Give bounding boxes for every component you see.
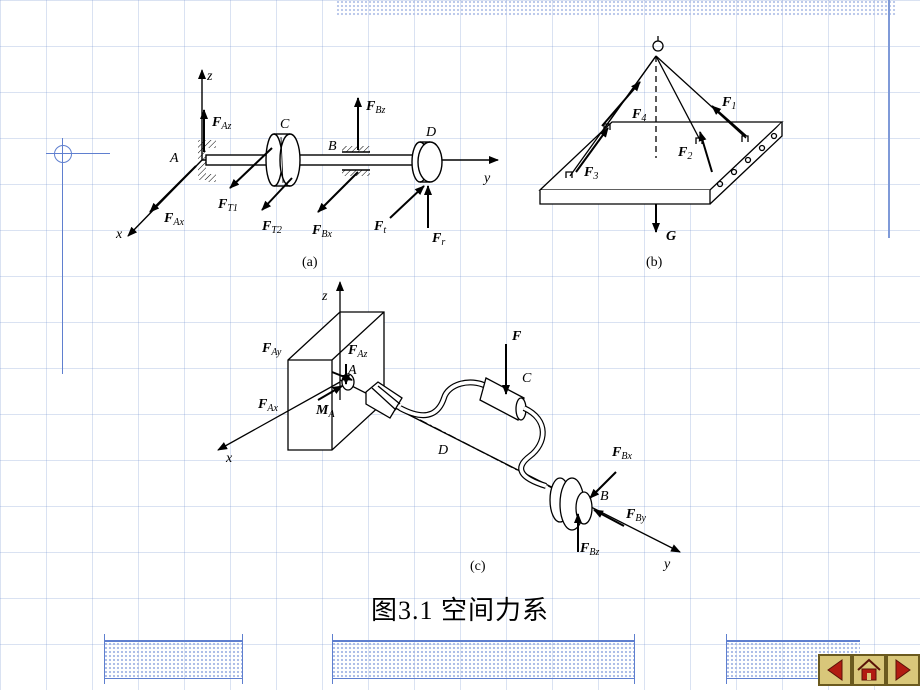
fig-a-point-d: D xyxy=(425,125,436,140)
footer-band-center xyxy=(332,640,634,679)
figure-b-labels: F1 F2 F3 F4 G (b) xyxy=(583,95,736,270)
fig-b-force-f3: F3 xyxy=(583,165,598,182)
home-icon xyxy=(857,658,881,681)
fig-c-force-fax: FAx xyxy=(257,397,278,414)
fig-a-axis-x: x xyxy=(115,227,123,242)
fig-b-caption: (b) xyxy=(646,255,663,270)
fig-c-force-fay: FAy xyxy=(261,341,282,358)
fig-c-moment-ma: MA xyxy=(315,403,335,420)
fig-c-point-b: B xyxy=(600,489,609,504)
fig-c-caption: (c) xyxy=(470,559,486,574)
triangle-right-icon xyxy=(895,659,911,681)
triangle-left-icon xyxy=(827,659,843,681)
fig-a-point-a: A xyxy=(169,151,179,166)
fig-c-axis-y: y xyxy=(662,557,671,572)
fig-c-force-f: F xyxy=(511,329,522,344)
fig-b-force-f2: F2 xyxy=(677,145,692,162)
fig-c-force-fby: FBy xyxy=(625,507,646,524)
fig-c-axis-z: z xyxy=(321,289,328,304)
fig-a-force-fr: Fr xyxy=(431,231,445,248)
top-decorative-band xyxy=(336,0,896,16)
fig-b-force-g: G xyxy=(666,229,676,244)
fig-a-point-c: C xyxy=(280,117,290,132)
footer-band-left xyxy=(104,640,242,679)
fig-a-force-fbx: FBx xyxy=(311,223,332,240)
home-button[interactable] xyxy=(852,654,886,686)
fig-a-force-ft2: FT2 xyxy=(261,219,282,236)
fig-a-force-ft1: FT1 xyxy=(217,197,238,214)
figure-c-labels: z x y A B C D FAy FAz FAx MA F FBx FBy F… xyxy=(225,289,671,574)
next-slide-button[interactable] xyxy=(886,654,920,686)
fig-c-force-fbx: FBx xyxy=(611,445,632,462)
right-decorative-line xyxy=(888,0,890,238)
fig-a-axis-y: y xyxy=(482,171,491,186)
fig-b-force-f4: F4 xyxy=(631,107,646,124)
fig-a-point-b: B xyxy=(328,139,337,154)
fig-c-point-d: D xyxy=(437,443,448,458)
prev-slide-button[interactable] xyxy=(818,654,852,686)
fig-c-force-fbz: FBz xyxy=(579,541,599,558)
fig-a-force-ft: Ft xyxy=(373,219,386,236)
fig-c-force-faz: FAz xyxy=(347,343,367,360)
fig-a-force-fax: FAx xyxy=(163,211,184,228)
fig-a-force-fbz: FBz xyxy=(365,99,385,116)
fig-c-point-a: A xyxy=(347,363,357,378)
left-decorative-line xyxy=(62,176,63,374)
crosshair-ornament xyxy=(46,138,110,176)
figure-caption: 图3.1 空间力系 xyxy=(370,596,549,625)
fig-a-axis-z: z xyxy=(206,69,213,84)
fig-a-caption: (a) xyxy=(302,255,318,270)
figure-a xyxy=(127,69,499,237)
fig-a-force-faz: FAz xyxy=(211,115,231,132)
figure-b xyxy=(538,36,784,233)
figure-c xyxy=(217,281,681,553)
fig-c-point-c: C xyxy=(522,371,532,386)
fig-c-axis-x: x xyxy=(225,451,233,466)
figure-a-labels: z y x A B C D FAz FAx FBz FBx FT1 FT2 Ft… xyxy=(115,69,491,270)
fig-b-force-f1: F1 xyxy=(721,95,736,112)
